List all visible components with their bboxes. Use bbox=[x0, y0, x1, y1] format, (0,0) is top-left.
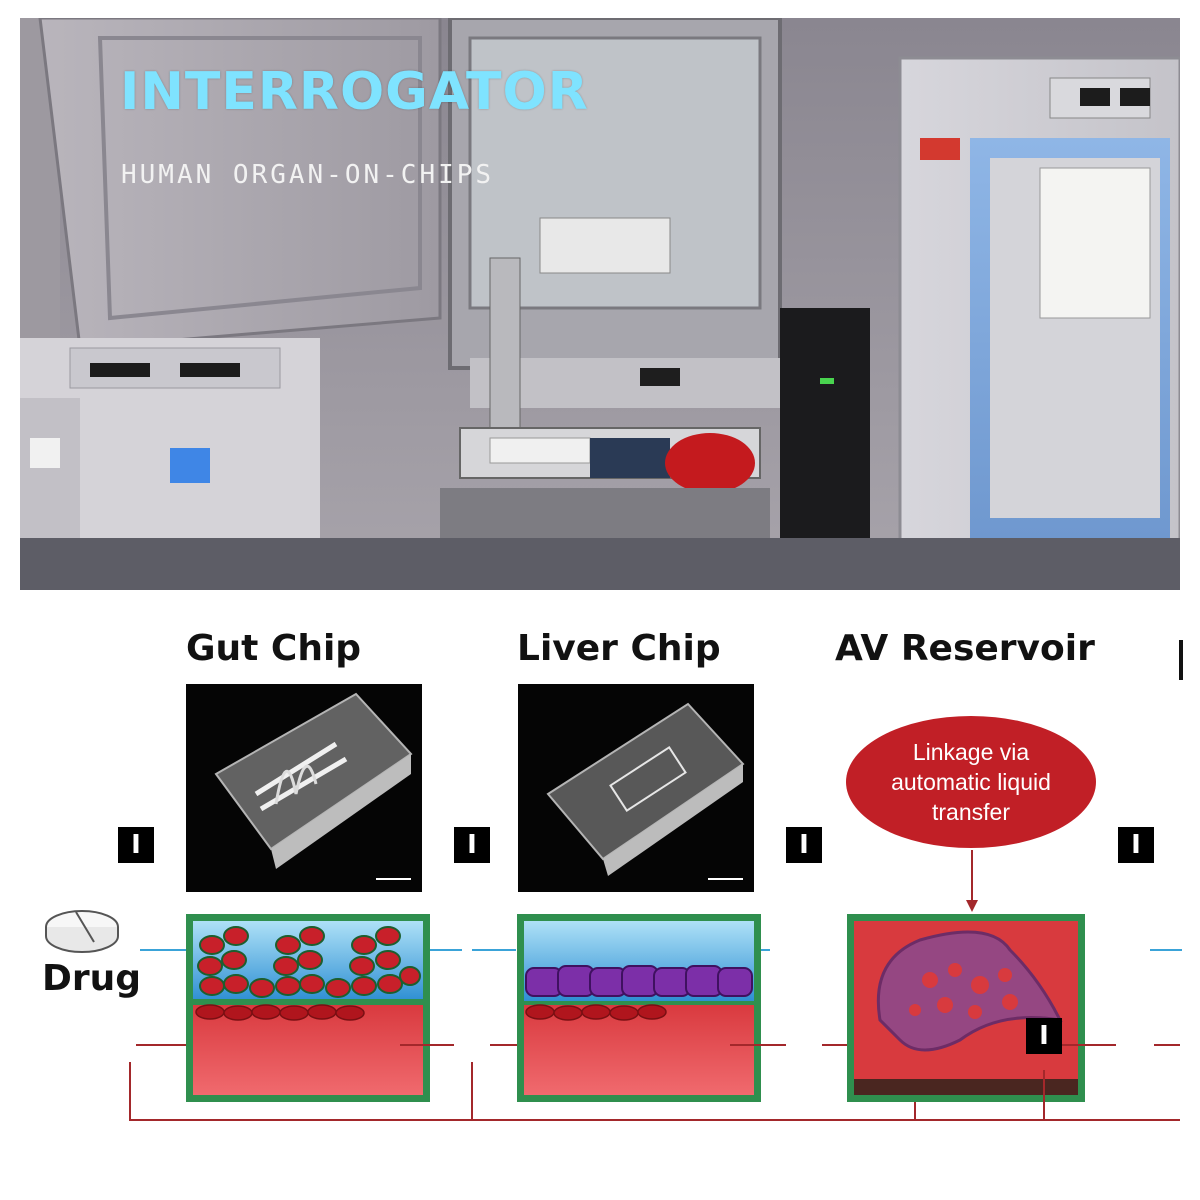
organ-chip-diagram: Gut Chip Liver Chip AV Reservoir Linkage… bbox=[0, 600, 1200, 1200]
interrogator-node-4: I bbox=[1118, 827, 1154, 863]
interrogator-node-2: I bbox=[454, 827, 490, 863]
interrogator-node-1: I bbox=[118, 827, 154, 863]
photo-title: INTERROGATOR bbox=[120, 62, 589, 122]
photo-subtitle: HUMAN ORGAN-ON-CHIPS bbox=[121, 160, 494, 190]
lab-photo: INTERROGATOR HUMAN ORGAN-ON-CHIPS bbox=[20, 18, 1180, 590]
flow-diagram bbox=[0, 600, 1200, 1200]
drug-label: Drug bbox=[42, 958, 141, 999]
drug-pill-icon bbox=[46, 911, 118, 952]
liver-chip-diagram bbox=[517, 914, 761, 1102]
gut-chip-diagram bbox=[186, 914, 430, 1102]
interrogator-node-5: I bbox=[1026, 1018, 1062, 1054]
av-reservoir-diagram bbox=[847, 850, 1085, 1102]
interrogator-node-3: I bbox=[786, 827, 822, 863]
